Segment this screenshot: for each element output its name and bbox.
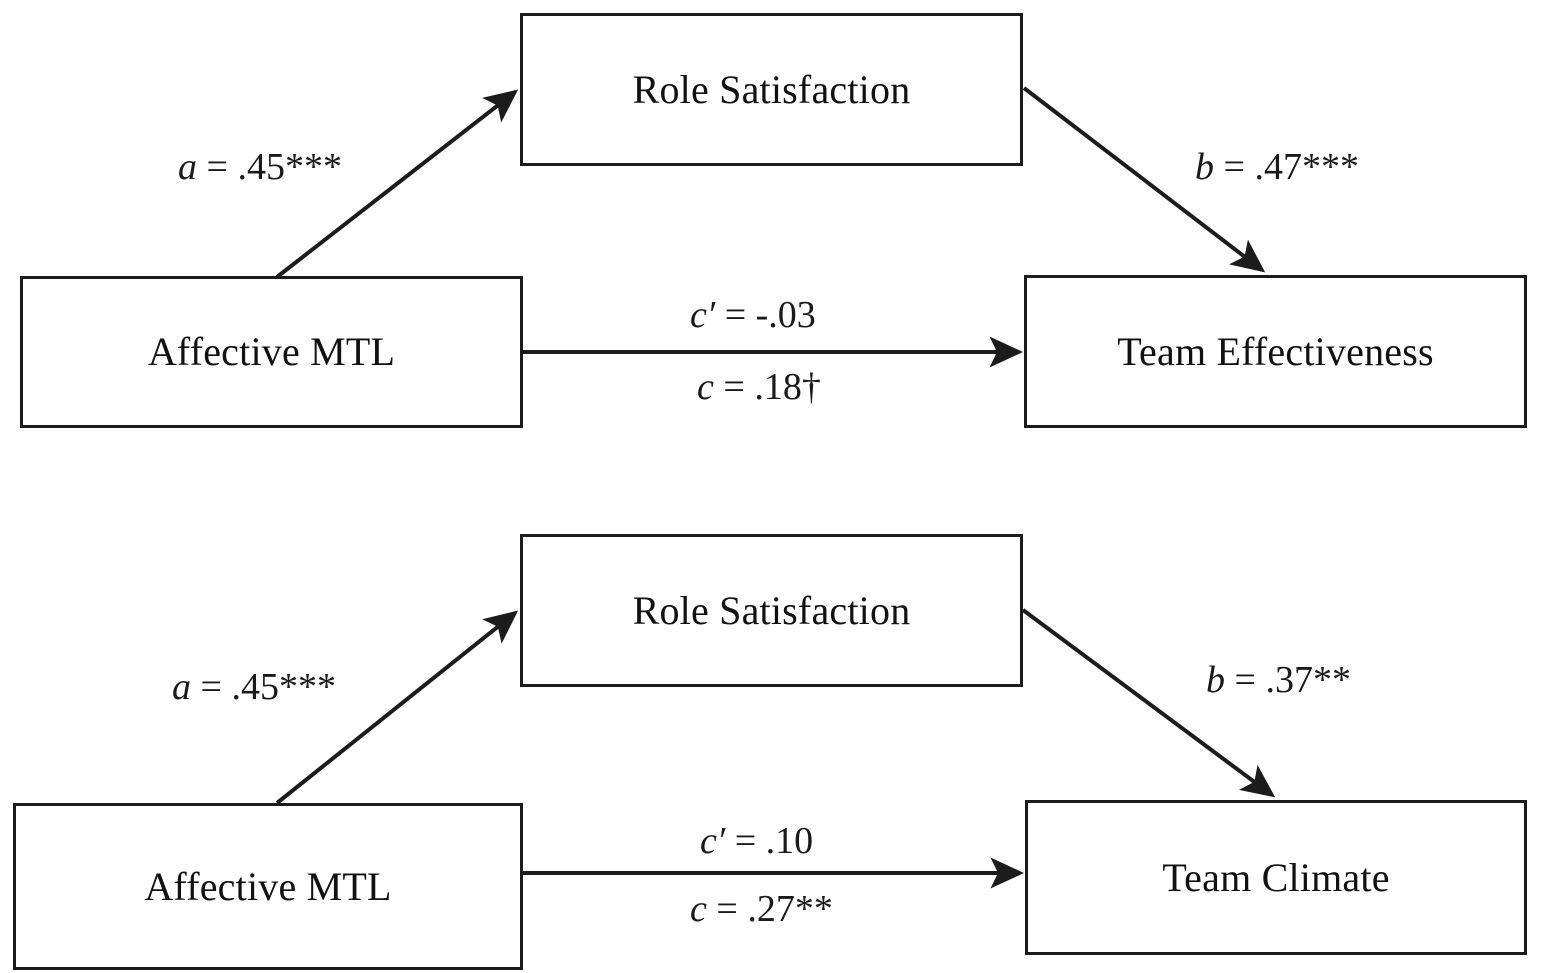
node-label-affective-mtl-bottom: Affective MTL [144,863,392,909]
path-label-a-bottom: a = .45*** [172,666,336,708]
path-symbol-b-bottom: b [1206,659,1225,701]
path-value-c-prime-bottom: .10 [765,820,814,862]
path-symbol-b-top: b [1195,146,1214,188]
path-symbol-c-prime-top: c′ [690,294,716,336]
path-label-c-prime-bottom: c′ = .10 [700,820,814,862]
path-value-a-bottom: .45*** [231,666,336,708]
path-a-arrow-bottom [275,610,519,805]
node-box-affective-mtl-top: Affective MTL [20,276,523,428]
path-symbol-a-bottom: a [172,666,191,708]
path-label-c-top: c = .18† [697,366,821,408]
node-box-team-climate: Team Climate [1025,800,1527,955]
node-box-affective-mtl-bottom: Affective MTL [13,803,523,970]
path-symbol-c-prime-bottom: c′ [700,820,726,862]
path-equals-c-top: = [713,366,755,408]
path-equals-b-bottom: = [1225,659,1266,701]
path-label-a-top: a = .45*** [178,146,342,188]
node-box-role-satisfaction-bottom: Role Satisfaction [520,534,1023,687]
path-equals-b-top: = [1214,146,1255,188]
path-label-b-top: b = .47*** [1195,146,1359,188]
path-equals-c-prime-top: = [715,294,756,336]
path-value-c-prime-top: -.03 [755,294,816,336]
path-value-b-bottom: .37** [1265,659,1351,701]
path-equals-c-prime-bottom: = [725,820,766,862]
node-label-role-satisfaction-top: Role Satisfaction [632,66,911,112]
node-box-role-satisfaction-top: Role Satisfaction [520,13,1023,166]
path-value-c-top: .18† [754,366,821,408]
path-equals-a-bottom: = [191,666,232,708]
path-b-arrow-bottom [1021,608,1276,798]
node-label-role-satisfaction-bottom: Role Satisfaction [632,587,911,633]
path-b-arrow-top [1022,86,1266,273]
path-label-b-bottom: b = .37** [1206,659,1351,701]
node-label-affective-mtl-top: Affective MTL [147,329,396,374]
path-label-c-bottom: c = .27** [690,888,833,930]
node-label-team-climate: Team Climate [1162,854,1390,900]
path-symbol-c-top: c [697,366,714,408]
path-value-c-bottom: .27** [747,888,833,930]
path-equals-a-top: = [197,146,238,188]
path-value-a-top: .45*** [237,146,342,188]
path-label-c-prime-top: c′ = -.03 [690,294,816,336]
path-symbol-c-bottom: c [690,888,707,930]
node-label-team-effectiveness: Team Effectiveness [1117,328,1434,374]
path-equals-c-bottom: = [706,888,748,930]
path-symbol-a-top: a [178,146,197,188]
node-box-team-effectiveness: Team Effectiveness [1024,275,1527,428]
path-value-b-top: .47*** [1254,146,1359,188]
path-a-arrow-top [275,89,519,279]
